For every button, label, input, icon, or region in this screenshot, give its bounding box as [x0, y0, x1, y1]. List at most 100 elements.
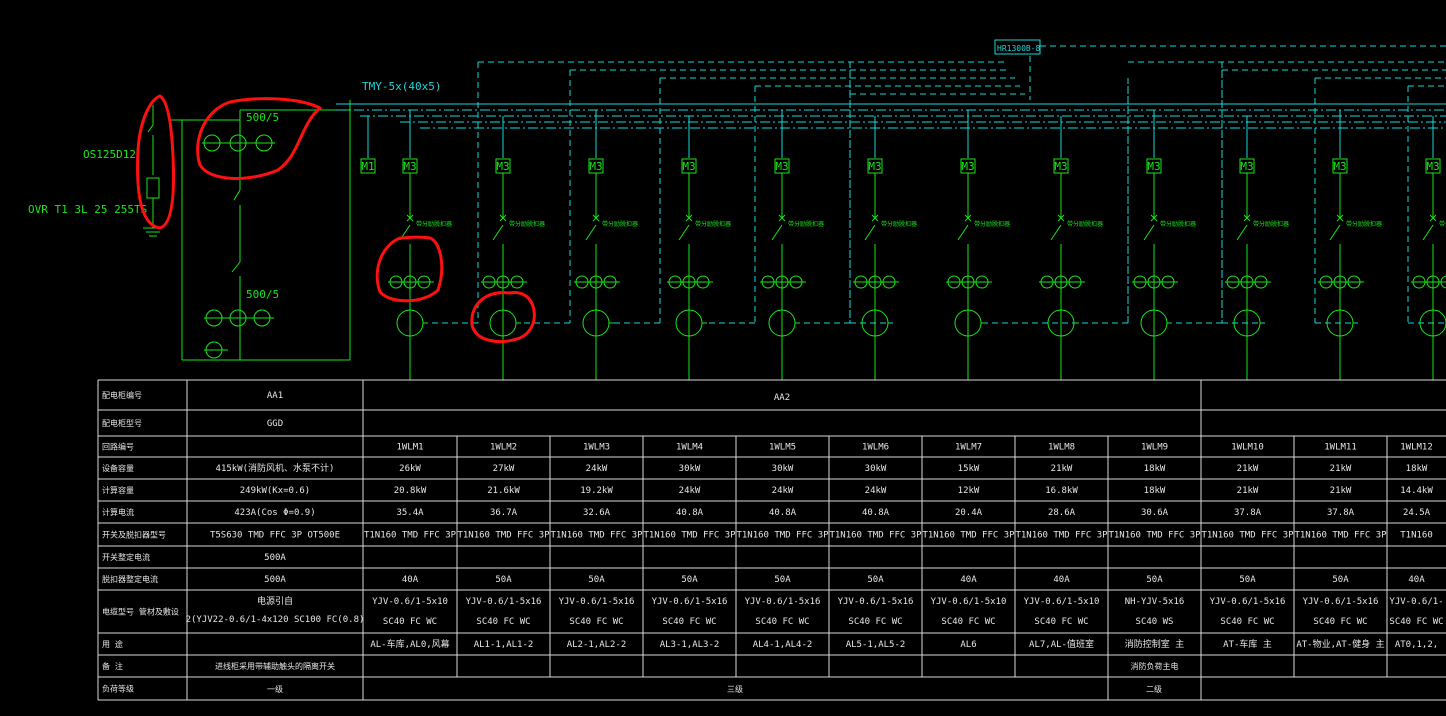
breaker-note: 带分励脱扣器 [1346, 220, 1382, 228]
feeder-remark: 消防负荷主电 [1131, 661, 1179, 671]
red-mark-ct [196, 97, 322, 180]
table-row-label: 配电柜型号 [102, 418, 142, 428]
breaker-note: 带分励脱扣器 [881, 220, 917, 228]
aa2-grade: 三级 [727, 684, 743, 694]
feeder-circuits: M3 带分励脱扣器 M3 带分励脱扣器 M3 带分励脱扣器 M3 带分励脱扣器 M3 带分励脱扣器… [360, 62, 1446, 380]
feeder-id: 1WLM3 [583, 443, 610, 453]
feeder-cap: 30kW [865, 464, 887, 474]
feeder-id: 1WLM1 [396, 443, 423, 453]
meter-module-label: M3 [496, 160, 509, 173]
table-row-label: 配电柜编号 [102, 390, 142, 400]
feeder-pipe: SC40 FC WC [1313, 617, 1367, 627]
feeder-pipe: SC40 FC WC [755, 617, 809, 627]
meter-module-label: M3 [775, 160, 788, 173]
breaker-note: 带分励脱扣器 [1160, 220, 1196, 228]
meter-module-label: M3 [682, 160, 695, 173]
aa1-model: GGD [267, 419, 283, 429]
breaker-note: 带分励脱扣器 [974, 220, 1010, 228]
feeder-cable: YJV-0.6/1-5x16 [1303, 597, 1379, 607]
table-row-label: 用 途 [102, 639, 123, 649]
feeder-cap: 30kW [772, 464, 794, 474]
feeder-cable: YJV-0.6/1-5x10 [372, 597, 448, 607]
feeder-calc: 16.8kW [1045, 486, 1078, 496]
feeder-3: M3 带分励脱扣器 [574, 78, 661, 380]
feeder-use: 消防控制室 主 [1125, 638, 1184, 650]
aa1-setting: 500A [264, 553, 286, 563]
meter-module-label: M3 [1333, 160, 1346, 173]
breaker-note: 带分励脱扣器 [1439, 220, 1446, 228]
feeder-use: AL5-1,AL5-2 [846, 640, 906, 650]
feeder-trip: 50A [495, 575, 512, 585]
breaker-note: 带分励脱扣器 [695, 220, 731, 228]
table-row-label: 开关整定电流 [102, 552, 150, 562]
breaker-note: 带分励脱扣器 [509, 220, 545, 228]
meter-module-label: M3 [1147, 160, 1160, 173]
ct-top-label: 500/5 [246, 111, 279, 124]
feeder-trip: 50A [1332, 575, 1349, 585]
feeder-id: 1WLM2 [490, 443, 517, 453]
feeder-use: AL2-1,AL2-2 [567, 640, 627, 650]
busbars: TMY-5x(40x5) HR1300B-8 [336, 39, 1446, 158]
aa1-calc_capacity: 249kW(Kx=0.6) [240, 486, 310, 496]
feeder-2: M3 带分励脱扣器 [481, 70, 571, 380]
aa1-trip: 500A [264, 575, 286, 585]
feeder-cur: 20.4A [955, 508, 983, 518]
meter-module-label: M3 [589, 160, 602, 173]
feeder-calc: 21.6kW [487, 486, 520, 496]
feeder-sw: T1N160 TMD FFC 3P [922, 531, 1015, 541]
feeder-cable: NH-YJV-5x16 [1125, 597, 1185, 607]
feeder-cable: YJV-0.6/1-5x16 [745, 597, 821, 607]
feeder-trip: 50A [681, 575, 698, 585]
feeder-cur: 28.6A [1048, 508, 1076, 518]
feeder-cur: 36.7A [490, 508, 518, 518]
breaker-note: 带分励脱扣器 [602, 220, 638, 228]
feeder-calc: 12kW [958, 486, 980, 496]
feeder-use: AL7,AL-值班室 [1029, 638, 1094, 650]
feeder-cur: 37.8A [1234, 508, 1262, 518]
feeder-cable: YJV-0.6/1-5x16 [466, 597, 542, 607]
feeder-cur: 32.6A [583, 508, 611, 518]
aa1-cable-source: 电源引自 [257, 595, 293, 607]
feeder-pipe: SC40 FC WC [383, 617, 437, 627]
feeder-cable: YJV-0.6/1-5x16 [838, 597, 914, 607]
feeder-cap: 18kW [1144, 464, 1166, 474]
feeder-pipe: SC40 FC WC [569, 617, 623, 627]
feeder-cap: 21kW [1330, 464, 1352, 474]
feeder-trip: 50A [1239, 575, 1256, 585]
feeder-cur: 40.8A [676, 508, 704, 518]
feeder-calc: 21kW [1237, 486, 1259, 496]
feeder-cap: 15kW [958, 464, 980, 474]
feeder-id: 1WLM4 [676, 443, 703, 453]
aa1-switch: T5S630 TMD FFC 3P OT500E [210, 531, 340, 541]
feeder-sw: T1N160 [1400, 531, 1433, 541]
feeder-sw: T1N160 TMD FFC 3P [550, 531, 643, 541]
aa1-cable-spec: 2(YJV22-0.6/1-4x120 SC100 FC(0.8) [186, 615, 365, 625]
feeder-use: AT0,1,2, [1395, 640, 1438, 650]
feeder-9: M3 带分励脱扣器 [1132, 62, 1223, 380]
feeder-trip: 40A [402, 575, 419, 585]
meter-module-label: M3 [961, 160, 974, 173]
feeder-cap: 18kW [1406, 464, 1428, 474]
aa1-remark: 进线柜采用带辅助触头的隔离开关 [215, 661, 335, 671]
feeder-id: 1WLM9 [1141, 443, 1168, 453]
red-mark-spd [136, 94, 176, 230]
table-row-label: 设备容量 [102, 463, 134, 473]
table-row-label: 计算电流 [102, 507, 134, 517]
feeder-pipe: SC40 FC WC [941, 617, 995, 627]
feeder-trip: 40A [1053, 575, 1070, 585]
feeder-7: M3 带分励脱扣器 [946, 78, 1129, 380]
feeder-cap: 27kW [493, 464, 515, 474]
feeder-cable: YJV-0.6/1-5x16 [559, 597, 635, 607]
feeder-cable: YJV-0.6/1-5x16 [1210, 597, 1286, 607]
feeder-id: 1WLM6 [862, 443, 889, 453]
feeder-id: 1WLM12 [1400, 443, 1433, 453]
aa2-cabinet: AA2 [774, 393, 790, 403]
red-mark-feeder-meter [470, 290, 536, 343]
feeder-cap: 21kW [1051, 464, 1073, 474]
isolator-label: OS125D12 [83, 148, 136, 161]
circuit-table: 配电柜编号配电柜型号回路编号设备容量计算容量计算电流开关及脱扣器型号开关整定电流… [97, 379, 1446, 701]
ct-bottom-label: 500/5 [246, 288, 279, 301]
